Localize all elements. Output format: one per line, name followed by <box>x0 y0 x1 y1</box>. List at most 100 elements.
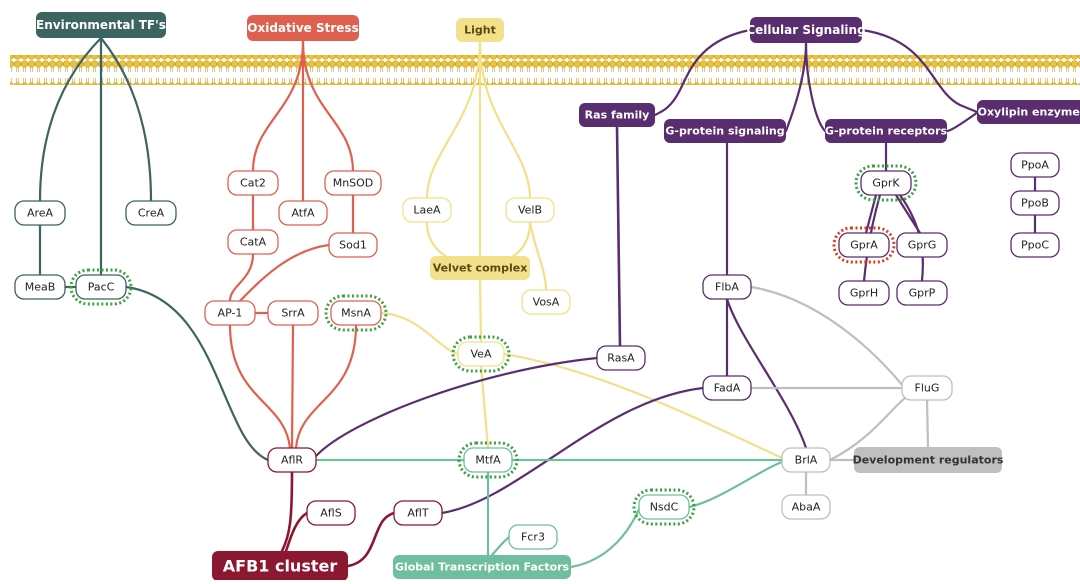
node-label: Environmental TF's <box>36 18 166 32</box>
node-msna: MsnA <box>324 294 388 332</box>
edge-afls-cluster <box>284 511 309 553</box>
node-box <box>278 200 328 226</box>
node-brla: BrlA <box>781 447 831 473</box>
node-label: AFB1 cluster <box>223 557 338 576</box>
edge-velb-vosa <box>528 220 548 292</box>
node-box <box>402 197 452 223</box>
node-label: GprP <box>909 287 936 300</box>
edge-ap1-aflr <box>228 323 292 450</box>
node-abaa: AbaA <box>781 494 831 520</box>
node-label: NsdC <box>650 501 679 514</box>
node-gprp: GprP <box>896 280 948 306</box>
node-box <box>324 170 382 196</box>
node-box <box>664 119 786 143</box>
node-box <box>854 447 1002 473</box>
edge-flba-flug <box>749 285 904 387</box>
node-gprk: GprK <box>854 164 918 202</box>
node-label: SrrA <box>281 307 305 320</box>
node-label: GprA <box>850 239 878 252</box>
node-mtfa: MtfA <box>457 441 519 479</box>
node-label: Development regulators <box>853 454 1004 467</box>
node-box <box>825 119 947 143</box>
connections <box>38 28 1037 569</box>
node-box <box>781 447 831 473</box>
node-box <box>896 280 948 306</box>
highlight-ring <box>324 294 388 332</box>
edge-fada-aflt <box>440 386 705 515</box>
node-nsdc: NsdC <box>632 488 696 526</box>
node-box <box>227 229 279 255</box>
node-label: PpoA <box>1021 159 1049 172</box>
node-box <box>330 300 382 326</box>
node-label: Sod1 <box>339 239 367 252</box>
node-box <box>247 15 359 41</box>
category-gsig: G-protein signaling <box>664 119 786 143</box>
node-mnsod: MnSOD <box>324 170 382 196</box>
node-vosa: VosA <box>521 289 571 315</box>
node-label: AflS <box>320 507 341 520</box>
category-grec: G-protein receptors <box>825 119 948 143</box>
node-label: AflR <box>281 454 303 467</box>
edge-ox-mnsod <box>301 39 355 173</box>
node-label: Oxylipin enzymes <box>978 106 1080 119</box>
edge-oxy-grec <box>945 110 980 133</box>
node-label: CreA <box>138 207 165 220</box>
node-box <box>838 280 890 306</box>
node-ppoa: PpoA <box>1010 152 1060 178</box>
node-box <box>227 170 279 196</box>
node-label: RasA <box>607 352 635 365</box>
edge-light-laea <box>425 40 482 200</box>
node-label: PacC <box>88 281 115 294</box>
node-box <box>393 555 571 579</box>
category-light: Light <box>456 18 504 42</box>
highlight-ring <box>632 488 696 526</box>
edge-flug-dev <box>925 398 930 449</box>
node-box <box>463 447 513 473</box>
node-label: GprK <box>872 177 900 190</box>
node-label: Oxidative Stress <box>247 21 358 35</box>
node-label: Global Transcription Factors <box>395 561 570 574</box>
node-label: VeA <box>471 348 492 361</box>
node-fada: FadA <box>702 375 752 401</box>
node-box <box>125 200 177 226</box>
edge-env-area <box>38 36 103 203</box>
category-oxy: Oxylipin enzymes <box>977 100 1080 124</box>
node-box <box>306 500 356 526</box>
node-label: Cellular Signaling <box>746 23 865 37</box>
category-velvet: Velvet complex <box>430 256 530 280</box>
node-ap1: AP-1 <box>204 300 256 326</box>
node-box <box>393 500 443 526</box>
node-ppob: PpoB <box>1010 190 1060 216</box>
node-label: AbaA <box>792 501 821 514</box>
node-gpra: GprA <box>832 226 896 264</box>
edge-ox-cat2 <box>251 39 305 173</box>
category-ras: Ras family <box>579 103 655 127</box>
node-aflr: AflR <box>267 447 317 473</box>
node-label: FlbA <box>715 281 739 294</box>
node-label: G-protein signaling <box>665 125 784 138</box>
category-cell: Cellular Signaling <box>746 17 866 43</box>
category-ox: Oxidative Stress <box>247 15 359 41</box>
node-label: Cat2 <box>240 177 266 190</box>
node-label: Fcr3 <box>521 531 545 544</box>
node-box <box>14 274 66 300</box>
node-gprg: GprG <box>896 232 948 258</box>
node-flba: FlbA <box>702 274 752 300</box>
node-flug: FluG <box>901 375 953 401</box>
node-afls: AflS <box>306 500 356 526</box>
edge-flba-brla <box>725 297 808 450</box>
node-gprh: GprH <box>838 280 890 306</box>
edge-velvet-vea <box>478 278 483 344</box>
category-dev: Development regulators <box>853 447 1004 473</box>
node-box <box>838 232 890 258</box>
node-box <box>750 17 862 43</box>
edge-sod1-ap1 <box>238 243 331 303</box>
node-label: G-protein receptors <box>825 125 948 138</box>
edge-rasa-aflr <box>314 356 599 458</box>
node-label: BrlA <box>795 454 818 467</box>
highlight-ring <box>69 268 133 306</box>
category-global: Global Transcription Factors <box>393 555 571 579</box>
node-box <box>456 18 504 42</box>
